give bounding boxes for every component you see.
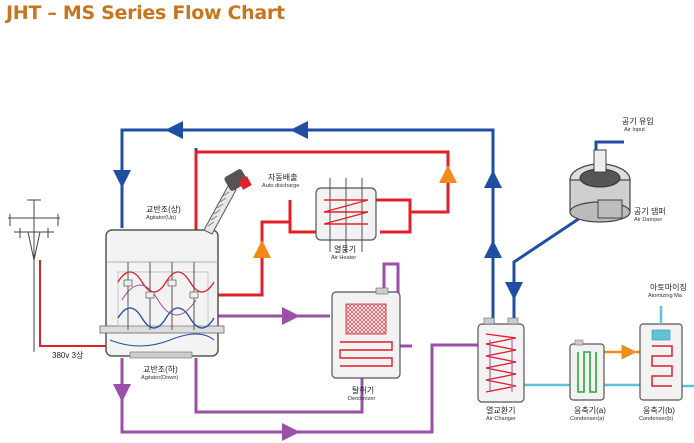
- page-title: JHT – MS Series Flow Chart: [6, 2, 285, 24]
- air-damper-label: 공기 댐퍼: [634, 206, 666, 216]
- condenser-a-label: 응축기(a): [574, 406, 606, 415]
- air-changer-label: 열교환기: [486, 405, 515, 415]
- atomizing-label: 아토마이징: [650, 282, 687, 292]
- deodorizer: [331, 287, 401, 379]
- air-damper-sublabel: Air Damper: [634, 217, 662, 223]
- deodorizer-label: 탈취기: [352, 385, 374, 395]
- condenser-b-sublabel: Condenser(b): [639, 416, 673, 422]
- auto-discharge-label: 자동배출: [268, 172, 297, 182]
- condenser-b-label: 응축기(b): [643, 406, 675, 415]
- condenser-b: [639, 306, 683, 401]
- auto-discharge-conveyor: [203, 169, 252, 235]
- deodorizer-sublabel: Deodorizer: [348, 396, 375, 402]
- air-changer: [477, 317, 525, 403]
- power-cable: [39, 260, 108, 347]
- atomizing-sublabel: Atomizing Ma: [648, 293, 683, 299]
- air-heater-label: 열풍기: [334, 245, 356, 254]
- air-damper: [569, 149, 631, 223]
- air-input-sublabel: Air Input: [624, 127, 645, 133]
- condenser-a: [569, 339, 605, 401]
- air-input-label: 공기 유입: [622, 117, 654, 126]
- agitator-up-label: 교반조(상): [146, 204, 181, 214]
- air-changer-sublabel: Air Changer: [486, 416, 516, 422]
- water-pipe: [524, 383, 694, 388]
- agitator-down-label: 교반조(하): [143, 364, 178, 374]
- condenser-a-sublabel: Condenser(a): [570, 416, 604, 422]
- agitator-tank: [99, 229, 225, 359]
- power-label: 380v 3상: [52, 350, 84, 360]
- exhaust-pipe: [113, 262, 478, 441]
- air-heater-sublabel: Air Heater: [331, 255, 356, 261]
- air-heater: [315, 178, 377, 252]
- agitator-down-sublabel: Agitator(Down): [141, 375, 178, 381]
- hot-air-pipe: [194, 150, 457, 297]
- agitator-up-sublabel: Agitator(Up): [146, 215, 176, 221]
- auto-discharge-sublabel: Auto discharge: [262, 183, 299, 189]
- power-pylon-icon: [8, 199, 60, 352]
